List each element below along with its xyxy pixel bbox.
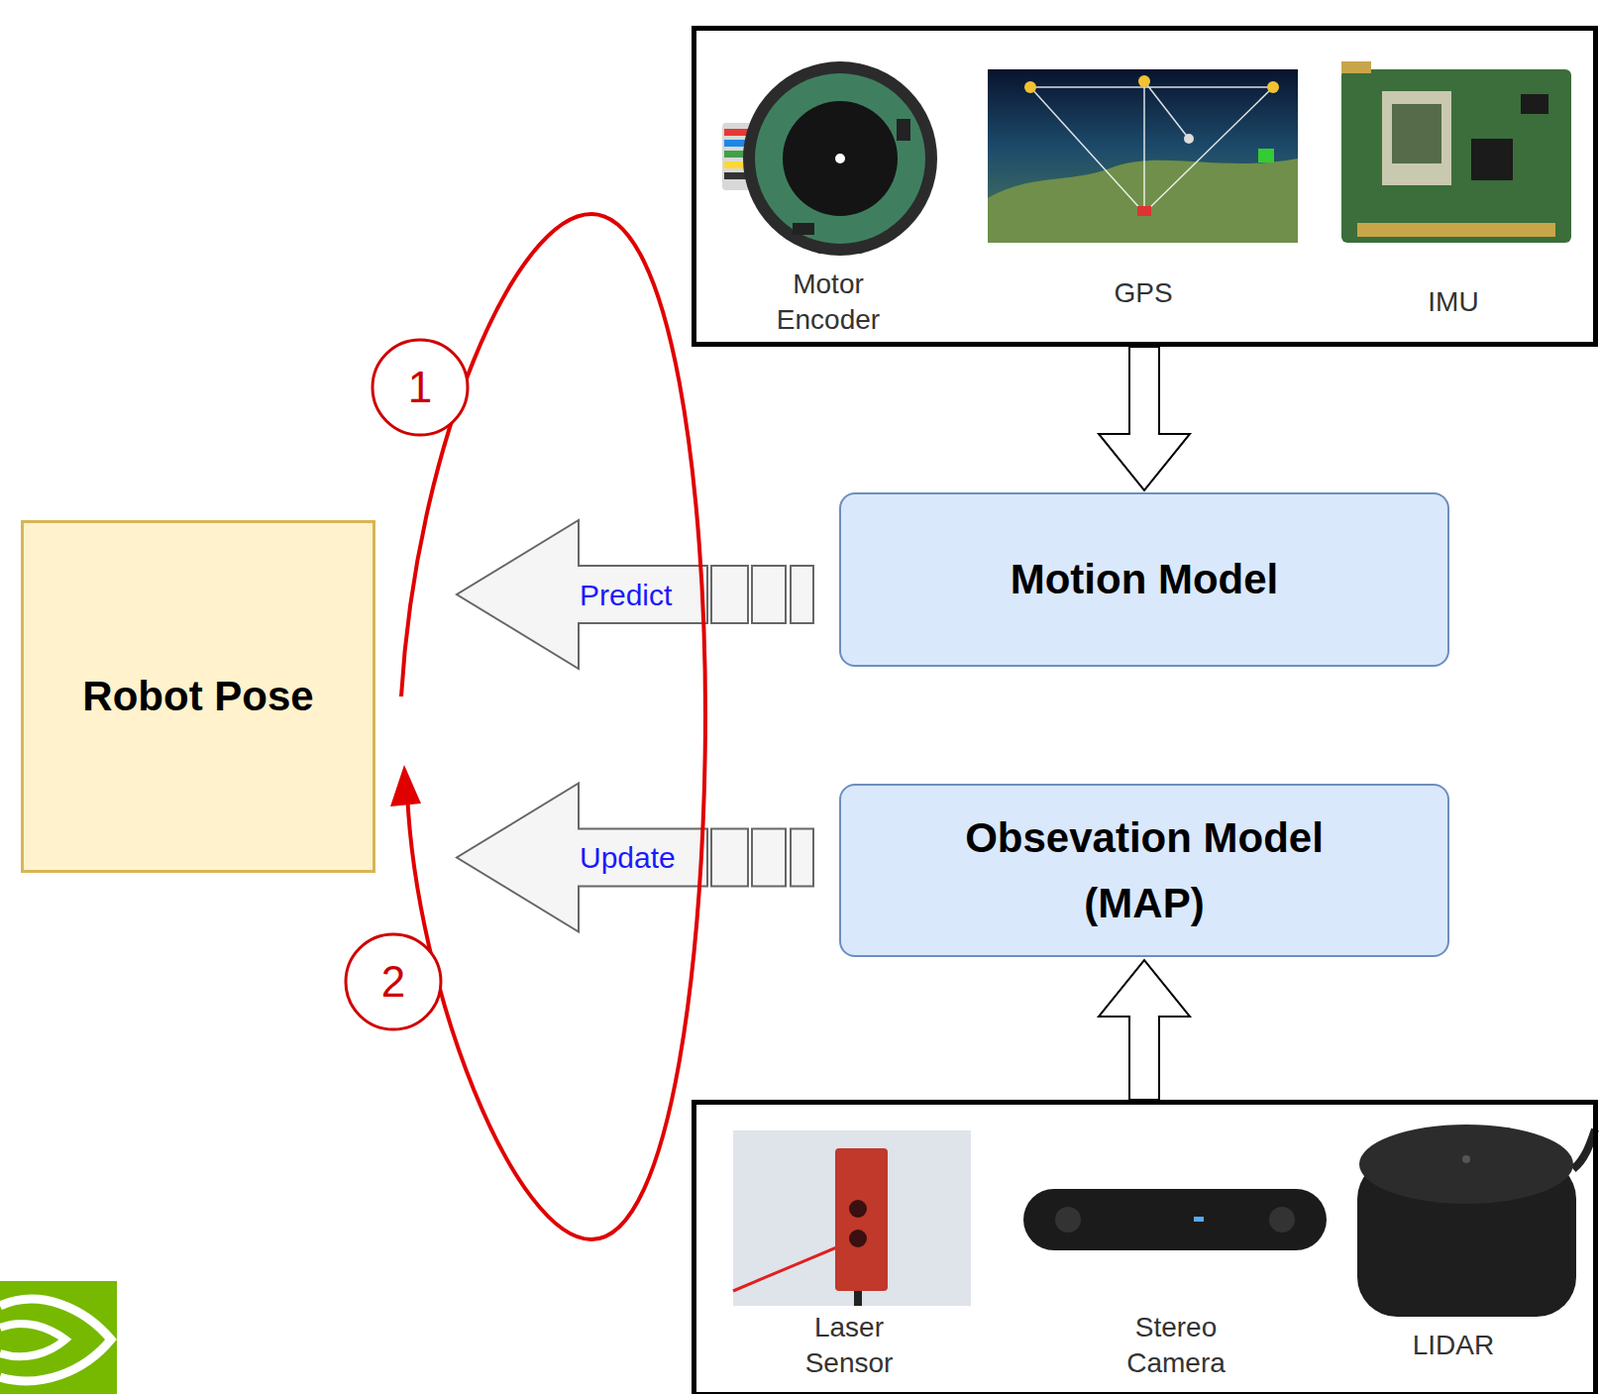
- imu-picture: [1341, 61, 1572, 243]
- sensor-group-box: Laser Sensor Stereo Camera LIDAR: [691, 1099, 1599, 1394]
- gps-picture: [987, 69, 1298, 243]
- cycle-arrowhead: [390, 764, 422, 807]
- sensor-label: IMU: [1374, 284, 1533, 320]
- edge-label: Predict: [576, 578, 675, 612]
- connector-group: [1098, 960, 1190, 1100]
- state-box: Robot Pose: [20, 520, 376, 873]
- process-box: Motion Model: [839, 492, 1450, 667]
- block-arrow: [1098, 960, 1190, 1100]
- edge-label: Update: [576, 841, 679, 874]
- arrow-tail-segment: [790, 829, 814, 887]
- arrow-tail-segment: [711, 829, 748, 887]
- sensor-label: GPS: [1064, 275, 1223, 312]
- connector-group: [456, 520, 814, 669]
- callout-circle: [345, 934, 441, 1030]
- process-box: Obsevation Model (MAP): [839, 783, 1450, 958]
- lidar-picture: [1357, 1124, 1596, 1317]
- sensor-label: Stereo Camera: [1101, 1309, 1251, 1383]
- sensor-group-box: Motor Encoder GPS IMU: [691, 25, 1599, 347]
- callout-number: 1: [380, 362, 460, 414]
- block-arrow: [456, 783, 708, 933]
- arrow-tail-segment: [790, 565, 814, 624]
- callout-number: 2: [353, 957, 433, 1008]
- connector-group: [1098, 346, 1190, 491]
- stereo-camera-picture: [1023, 1188, 1327, 1251]
- block-arrow: [1098, 346, 1190, 491]
- connector-group: [456, 783, 814, 933]
- callout-circle: [372, 339, 468, 435]
- nvidia-logo: [0, 1280, 117, 1394]
- sensor-label: Laser Sensor: [779, 1309, 919, 1383]
- laser-sensor-picture: [733, 1130, 971, 1306]
- arrow-tail-segment: [711, 565, 748, 624]
- arrow-tail-segment: [751, 829, 786, 887]
- node-title: Motion Model: [1010, 552, 1280, 608]
- arrow-tail-segment: [751, 565, 786, 624]
- block-arrow: [456, 520, 708, 669]
- sensor-label: Motor Encoder: [753, 266, 903, 339]
- node-title: Obsevation Model (MAP): [931, 805, 1358, 935]
- node-title: Robot Pose: [82, 669, 314, 725]
- sensor-label: LIDAR: [1374, 1327, 1533, 1364]
- motor-encoder-picture: [722, 61, 938, 256]
